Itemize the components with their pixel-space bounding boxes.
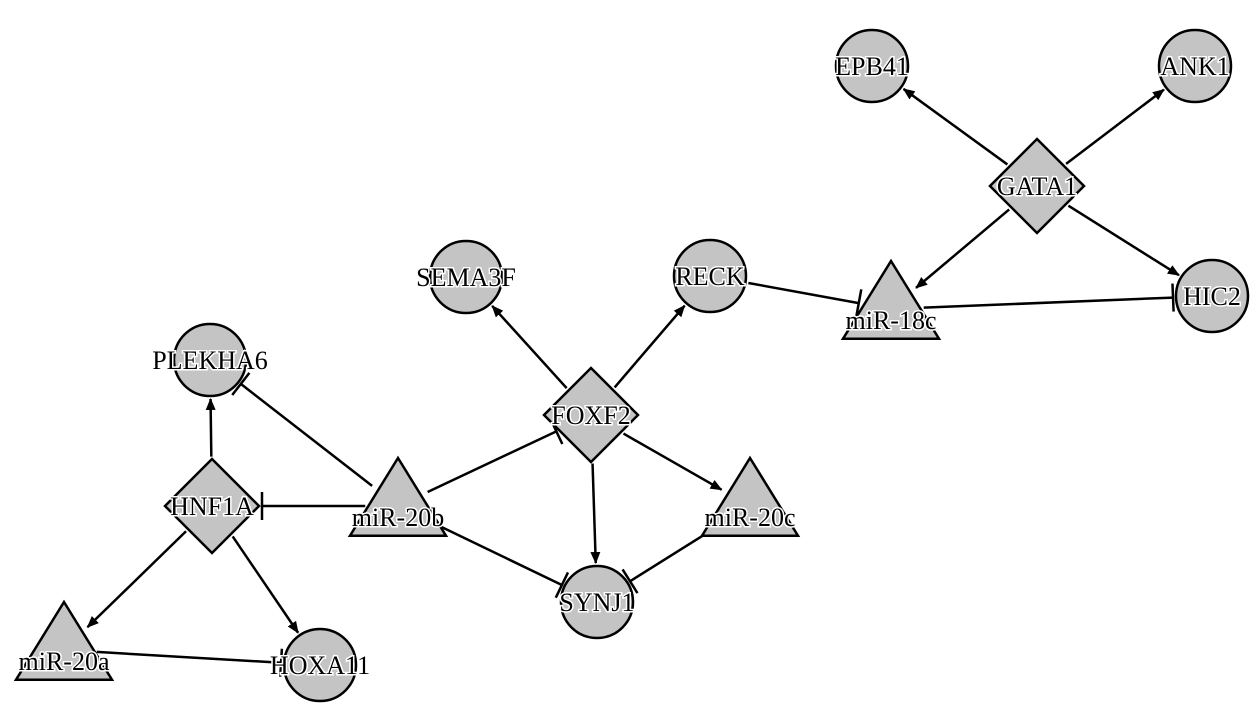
node-label: HNF1A	[170, 492, 254, 521]
edge-foxf2-to-sema3f	[491, 305, 568, 389]
circle-shape	[428, 239, 504, 315]
edge-mir-20b-to-hnf1a	[260, 492, 366, 520]
node-label: RECK	[675, 262, 745, 291]
triangle-shape	[347, 455, 449, 538]
activation-arrow	[86, 530, 187, 629]
node-label: miR-20b	[352, 503, 444, 532]
node-label: GATA1	[997, 172, 1077, 201]
node-label: HIC2	[1183, 282, 1241, 311]
inhibition-line	[426, 519, 563, 587]
diamond-shape	[542, 366, 640, 464]
node-label: miR-20c	[705, 503, 796, 532]
node-synj1[interactable]: SYNJ1	[558, 564, 636, 640]
edge-hnf1a-to-hoxa11	[231, 535, 300, 634]
edge-mir-20a-to-hoxa11	[96, 648, 284, 677]
inhibition-line	[923, 296, 1174, 309]
circle-shape	[672, 238, 748, 314]
diamond-shape	[163, 457, 261, 555]
inhibition-bar	[554, 571, 570, 599]
circle-shape	[282, 627, 358, 703]
node-label: PLEKHA6	[152, 346, 268, 375]
activation-arrow	[590, 463, 601, 565]
node-label: EPB41	[835, 52, 909, 81]
inhibition-line	[427, 430, 557, 494]
edge-hnf1a-to-plekha6	[205, 397, 216, 457]
edge-mir-20b-to-foxf2	[427, 418, 564, 494]
activation-arrow	[915, 208, 1011, 289]
triangle-shape	[699, 455, 801, 538]
activation-arrow	[1067, 204, 1180, 277]
edge-gata1-to-epb41	[902, 87, 1009, 166]
activation-arrow	[1065, 88, 1165, 165]
inhibition-bar	[231, 372, 251, 396]
node-label: miR-20a	[19, 647, 110, 676]
node-label: ANK1	[1160, 52, 1229, 81]
edge-mir-20b-to-plekha6	[231, 372, 373, 487]
activation-arrow	[622, 432, 723, 491]
edge-gata1-to-mir-18c	[915, 208, 1011, 289]
edge-mir-18c-to-hic2	[923, 283, 1175, 312]
edge-foxf2-to-mir-20c	[622, 432, 723, 491]
circle-shape	[1174, 258, 1250, 334]
node-mir-20a[interactable]: miR-20a	[13, 599, 115, 682]
node-reck[interactable]: RECK	[672, 238, 748, 314]
circle-shape	[834, 28, 910, 104]
node-plekha6[interactable]: PLEKHA6	[151, 322, 269, 398]
edge-gata1-to-ank1	[1065, 88, 1165, 165]
activation-arrow	[613, 304, 686, 389]
node-foxf2[interactable]: FOXF2	[542, 366, 640, 464]
node-ank1[interactable]: ANK1	[1157, 28, 1233, 104]
node-sema3f[interactable]: SEMA3F	[415, 239, 517, 315]
node-label: HOXA11	[270, 651, 370, 680]
node-mir-20c[interactable]: miR-20c	[699, 455, 801, 538]
node-mir-20b[interactable]: miR-20b	[347, 455, 449, 538]
inhibition-line	[748, 281, 859, 305]
activation-arrow	[231, 535, 300, 634]
activation-arrow	[205, 397, 216, 457]
inhibition-line	[96, 650, 282, 664]
inhibition-line	[240, 382, 373, 487]
edge-foxf2-to-reck	[613, 304, 686, 389]
inhibition-bar	[855, 289, 863, 318]
activation-arrow	[491, 305, 568, 389]
node-hic2[interactable]: HIC2	[1174, 258, 1250, 334]
inhibition-bar	[1171, 283, 1175, 312]
node-label: SEMA3F	[416, 263, 516, 292]
diamond-shape	[988, 137, 1086, 235]
inhibition-bar	[621, 568, 639, 594]
node-epb41[interactable]: EPB41	[834, 28, 910, 104]
node-label: SYNJ1	[559, 588, 634, 617]
triangle-shape	[840, 258, 942, 341]
node-label: miR-18c	[846, 306, 937, 335]
edge-hnf1a-to-mir-20a	[86, 530, 187, 629]
inhibition-bar	[279, 648, 284, 677]
circle-shape	[172, 322, 248, 398]
edge-mir-20b-to-synj1	[426, 519, 570, 599]
circle-shape	[559, 564, 635, 640]
node-hnf1a[interactable]: HNF1A	[163, 457, 261, 555]
edge-reck-to-mir-18c	[748, 281, 863, 318]
triangle-shape	[13, 599, 115, 682]
node-hoxa11[interactable]: HOXA11	[268, 627, 372, 703]
node-gata1[interactable]: GATA1	[988, 137, 1086, 235]
activation-arrow	[902, 87, 1009, 166]
node-mir-18c[interactable]: miR-18c	[840, 258, 942, 341]
node-label: FOXF2	[551, 401, 630, 430]
edge-foxf2-to-synj1	[590, 463, 601, 565]
edge-gata1-to-hic2	[1067, 204, 1180, 277]
circle-shape	[1157, 28, 1233, 104]
